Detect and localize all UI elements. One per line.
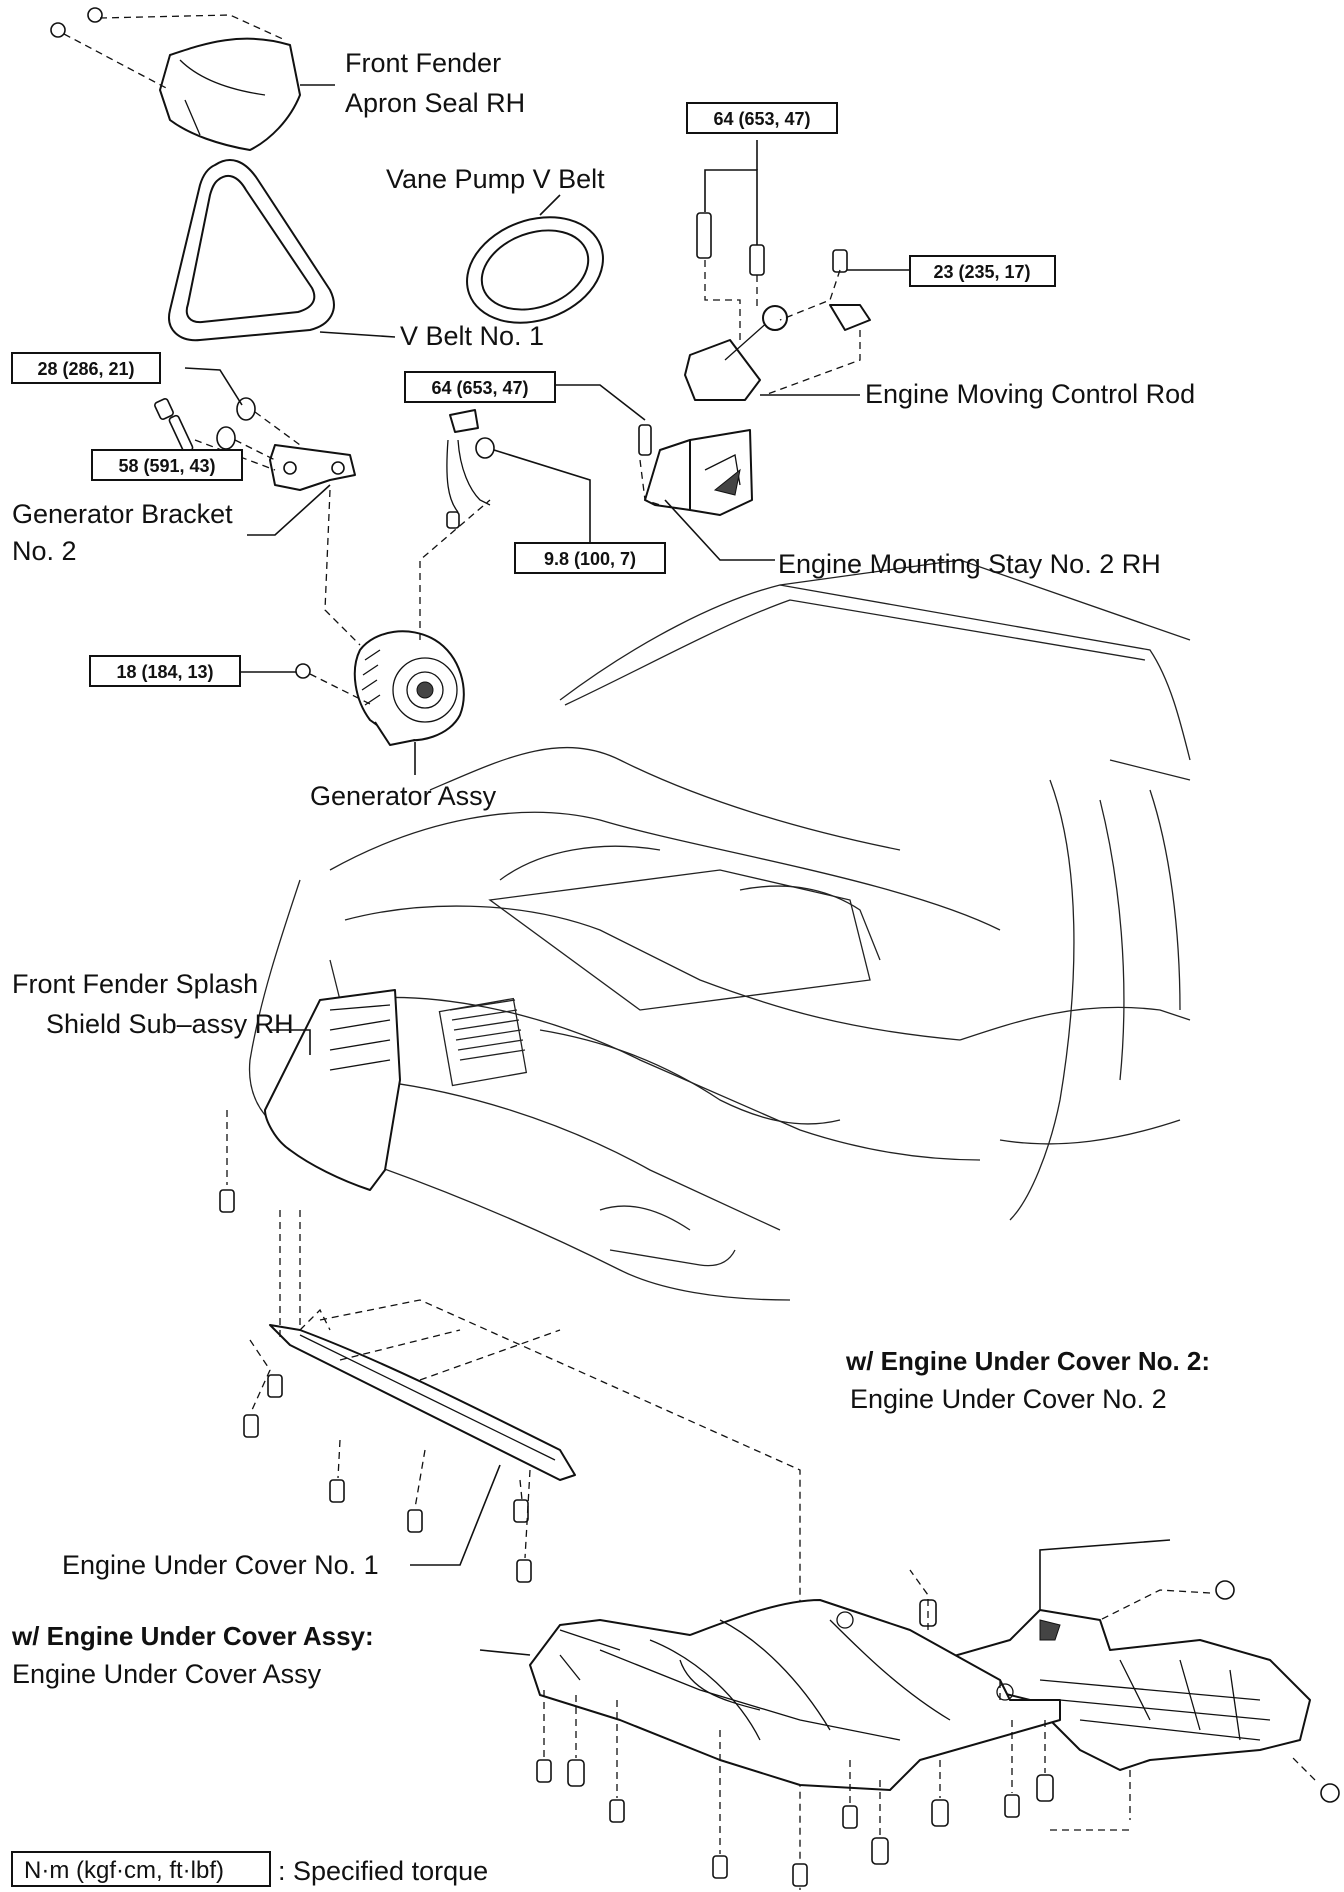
front-fender-splash-shield-part xyxy=(219,989,401,1213)
control-rod-bolt-icon xyxy=(832,249,848,273)
svg-text:58 (591, 43): 58 (591, 43) xyxy=(118,456,215,476)
torque-box-bracket-nut: 28 (286, 21) xyxy=(11,352,161,384)
torque-box-mount-bolt-top: 64 (653, 47) xyxy=(686,102,838,134)
torque-box-generator-bolt: 18 (184, 13) xyxy=(89,655,241,687)
label-engine-mounting-stay: Engine Mounting Stay No. 2 RH xyxy=(778,549,1161,579)
svg-text:18 (184, 13): 18 (184, 13) xyxy=(116,662,213,682)
assy-bolt-icon xyxy=(842,1805,858,1829)
assy-fasteners xyxy=(536,1599,1054,1887)
label-engine-moving-control-rod: Engine Moving Control Rod xyxy=(865,379,1195,409)
label-engine-under-cover-no1: Engine Under Cover No. 1 xyxy=(62,1550,379,1580)
label-splash-shield-line1: Front Fender Splash xyxy=(12,969,258,999)
engine-under-cover-no2-part xyxy=(939,1539,1340,1831)
cover-clip-icon xyxy=(513,1499,529,1523)
vehicle-front-outline xyxy=(248,559,1191,1301)
assy-clip-icon xyxy=(1036,1774,1054,1802)
terminal-nut-icon xyxy=(475,437,495,459)
svg-text:64 (653, 47): 64 (653, 47) xyxy=(713,109,810,129)
generator-assy-part xyxy=(240,499,491,775)
vane-pump-v-belt-part xyxy=(466,194,604,324)
legend-text: : Specified torque xyxy=(278,1856,488,1886)
apron-clip-icon xyxy=(50,22,66,38)
assy-bolt-icon xyxy=(792,1863,808,1887)
legend-units: N·m (kgf·cm, ft·lbf) xyxy=(24,1857,224,1884)
label-engine-under-cover-no2: Engine Under Cover No. 2 xyxy=(850,1384,1167,1414)
svg-text:28 (286, 21): 28 (286, 21) xyxy=(37,359,134,379)
label-vane-pump-v-belt: Vane Pump V Belt xyxy=(386,164,605,194)
v-belt-no1-part xyxy=(168,159,396,342)
engine-mounting-stay-part xyxy=(555,384,775,561)
label-engine-under-cover-assy: Engine Under Cover Assy xyxy=(12,1659,322,1689)
generator-bolt-icon xyxy=(295,663,311,679)
apron-clip-icon xyxy=(87,7,103,23)
torque-box-terminal-nut: 9.8 (100, 7) xyxy=(514,542,666,574)
torque-box-stay-bolt: 64 (653, 47) xyxy=(404,371,556,403)
assy-bolt-icon xyxy=(609,1799,625,1823)
assy-clip-icon xyxy=(931,1799,949,1827)
svg-text:64 (653, 47): 64 (653, 47) xyxy=(431,378,528,398)
cover-bolt-icon xyxy=(243,1414,259,1438)
cover2-clip-icon xyxy=(1215,1580,1235,1600)
label-generator-bracket-line1: Generator Bracket xyxy=(12,499,233,529)
assy-bolt-icon xyxy=(1004,1794,1020,1818)
label-generator-bracket-line2: No. 2 xyxy=(12,536,77,566)
cover-bolt-icon xyxy=(516,1559,532,1583)
stay-bolt-icon xyxy=(638,424,652,456)
label-w-engine-under-cover-no2: w/ Engine Under Cover No. 2: xyxy=(845,1346,1210,1376)
cover2-clip-icon xyxy=(1320,1783,1340,1803)
assy-bolt-icon xyxy=(712,1855,728,1879)
assy-clip-icon xyxy=(871,1837,889,1865)
label-front-fender-apron-seal-line2: Apron Seal RH xyxy=(345,88,525,118)
label-splash-shield-line2: Shield Sub–assy RH xyxy=(46,1009,294,1039)
label-w-engine-under-cover-assy: w/ Engine Under Cover Assy: xyxy=(11,1621,374,1651)
shield-bolt-icon xyxy=(219,1189,235,1213)
cover-bolt-icon xyxy=(329,1479,345,1503)
assy-bolt-icon xyxy=(536,1759,552,1783)
engine-moving-control-rod-part xyxy=(639,140,910,506)
svg-text:23 (235, 17): 23 (235, 17) xyxy=(933,262,1030,282)
washer-icon xyxy=(216,426,236,450)
mount-bolt-icon xyxy=(696,212,712,259)
cover-bolt-icon xyxy=(407,1509,423,1533)
torque-box-bracket-bolt: 58 (591, 43) xyxy=(91,449,243,481)
front-fender-apron-seal-part xyxy=(50,7,335,151)
engine-under-cover-no1-part xyxy=(243,1210,801,1890)
torque-box-control-rod-bolt: 23 (235, 17) xyxy=(909,255,1056,287)
generator-harness-part xyxy=(446,409,591,544)
engine-under-cover-assy-part xyxy=(479,1569,1061,1887)
bracket-bolt-icon xyxy=(154,398,174,420)
svg-text:9.8 (100, 7): 9.8 (100, 7) xyxy=(544,549,636,569)
label-front-fender-apron-seal-line1: Front Fender xyxy=(345,48,501,78)
cover-clip-icon xyxy=(267,1374,283,1398)
label-generator-assy: Generator Assy xyxy=(310,781,497,811)
generator-bracket-part xyxy=(154,367,361,646)
label-v-belt-no1: V Belt No. 1 xyxy=(400,321,544,351)
torque-legend: N·m (kgf·cm, ft·lbf) : Specified torque xyxy=(11,1851,488,1887)
mount-bolt-icon xyxy=(749,244,765,276)
assy-clip-icon xyxy=(567,1759,585,1787)
